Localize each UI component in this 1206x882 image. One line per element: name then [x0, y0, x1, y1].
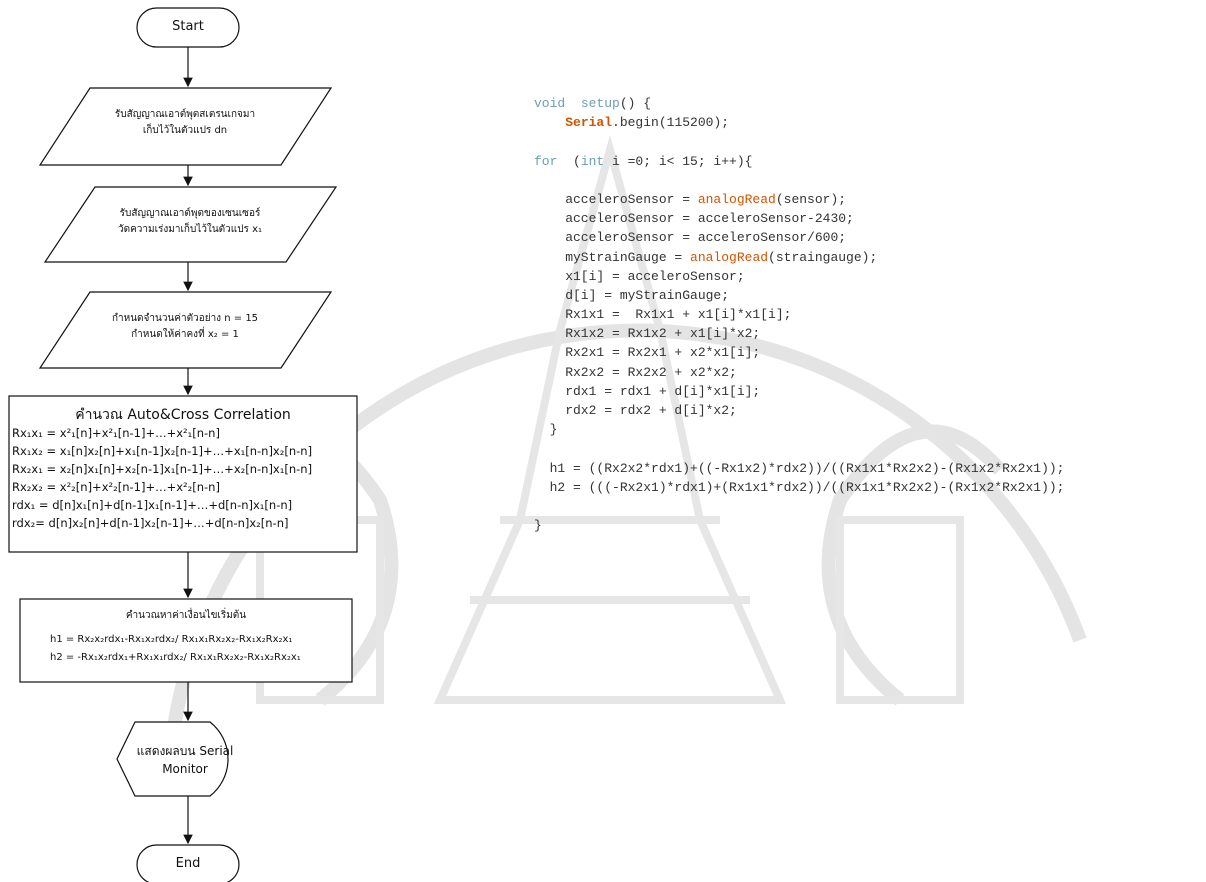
- code-line: [534, 171, 1065, 190]
- display-line-2: Monitor: [162, 762, 208, 776]
- input3-text: กำหนดจำนวนค่าตัวอย่าง n = 15 กำหนดให้ค่า…: [60, 311, 310, 343]
- equation-line: h2 = -Rx₁x₂rdx₁+Rx₁x₁rdx₂/ Rx₁x₁Rx₂x₂-Rx…: [50, 652, 301, 663]
- code-line: myStrainGauge = analogRead(straingauge);: [534, 248, 1065, 267]
- equation-line: Rx₁x₂ = x₁[n]x₂[n]+x₁[n-1]x₂[n-1]+…+x₁[n…: [12, 444, 313, 458]
- input3-line-2: กำหนดให้ค่าคงที่ x₂ = 1: [131, 329, 239, 340]
- code-token: analogRead: [697, 191, 776, 207]
- process-correlation-box: [8, 395, 358, 553]
- code-token: Serial: [565, 115, 613, 131]
- code-token: rdx2 = rdx2 + d[i]*x2;: [534, 403, 737, 418]
- start-label: Start: [172, 19, 204, 34]
- code-line: acceleroSensor = acceleroSensor/600;: [534, 228, 1065, 247]
- code-token: }: [534, 518, 542, 534]
- equation-line: rdx₁ = d[n]x₁[n]+d[n-1]x₁[n-1]+…+d[n-n]x…: [12, 498, 293, 512]
- input-parallelogram-2: [43, 186, 338, 263]
- input3-line-1: กำหนดจำนวนค่าตัวอย่าง n = 15: [111, 313, 259, 324]
- code-token: [565, 96, 581, 111]
- code-token: setup: [580, 96, 620, 111]
- code-line: for (int i =0; i< 15; i++){: [534, 152, 1065, 171]
- code-token: (sensor);: [775, 191, 847, 207]
- equation-line: Rx₂x₂ = x²₂[n]+x²₂[n-1]+…+x²₂[n-n]: [12, 480, 220, 494]
- input-parallelogram-3: [38, 291, 333, 369]
- equation-line: Rx₁x₁ = x²₁[n]+x²₁[n-1]+…+x²₁[n-n]: [12, 426, 220, 440]
- code-line: h1 = ((Rx2x2*rdx1)+((-Rx1x2)*rdx2))/((Rx…: [534, 459, 1065, 478]
- code-line: rdx2 = rdx2 + d[i]*x2;: [534, 401, 1065, 420]
- code-line: Rx1x2 = Rx1x2 + x1[i]*x2;: [534, 324, 1065, 343]
- input-parallelogram-1: [38, 87, 333, 166]
- code-token: analogRead: [690, 249, 769, 265]
- code-line: }: [534, 420, 1065, 439]
- code-line: h2 = (((-Rx2x1)*rdx1)+(Rx1x1*rdx2))/((Rx…: [534, 478, 1065, 497]
- display-text: แสดงผลบน Serial Monitor: [125, 742, 245, 778]
- code-line: d[i] = myStrainGauge;: [534, 286, 1065, 305]
- code-token: rdx1 = rdx1 + d[i]*x1[i];: [534, 383, 761, 399]
- code-line: rdx1 = rdx1 + d[i]*x1[i];: [534, 382, 1065, 401]
- code-token: (straingauge);: [768, 249, 878, 265]
- code-line: void setup() {: [534, 94, 1065, 113]
- code-token: (: [557, 153, 581, 169]
- code-token: void: [534, 96, 566, 111]
- input1-line-2: เก็บไว้ในตัวแปร dn: [142, 125, 228, 136]
- end-label: End: [175, 856, 201, 871]
- code-token: Rx1x1 = Rx1x1 + x1[i]*x1[i];: [534, 307, 792, 323]
- code-line: [534, 497, 1065, 516]
- code-line: Rx2x1 = Rx2x1 + x2*x1[i];: [534, 343, 1065, 362]
- code-token: }: [534, 422, 558, 438]
- display-shape: [116, 721, 229, 797]
- code-line: acceleroSensor = acceleroSensor-2430;: [534, 209, 1065, 228]
- code-token: Rx2x2 = Rx2x2 + x2*x2;: [534, 364, 737, 380]
- code-line: Serial.begin(115200);: [534, 113, 1065, 132]
- end-terminator: [136, 844, 240, 882]
- equation-line: Rx₂x₁ = x₂[n]x₁[n]+x₂[n-1]x₁[n-1]+…+x₂[n…: [12, 462, 313, 476]
- input2-text: รับสัญญาณเอาต์พุตของเซนเซอร์ วัดความเร่ง…: [65, 206, 315, 238]
- code-token: Rx2x1 = Rx2x1 + x2*x1[i];: [534, 345, 761, 361]
- process-initial-condition-box: [19, 598, 353, 683]
- code-token: acceleroSensor = acceleroSensor-2430;: [534, 211, 854, 227]
- code-line: Rx1x1 = Rx1x1 + x1[i]*x1[i];: [534, 305, 1065, 324]
- code-line: [534, 132, 1065, 151]
- code-token: .begin(115200);: [612, 115, 730, 131]
- code-token: x1[i] = acceleroSensor;: [534, 268, 745, 284]
- code-line: }: [534, 516, 1065, 535]
- code-token: [534, 115, 565, 130]
- code-line: acceleroSensor = analogRead(sensor);: [534, 190, 1065, 209]
- equation-line: rdx₂= d[n]x₂[n]+d[n-1]x₂[n-1]+…+d[n-n]x₂…: [12, 516, 289, 530]
- input2-line-1: รับสัญญาณเอาต์พุตของเซนเซอร์: [119, 208, 261, 219]
- code-line: [534, 439, 1065, 458]
- code-token: myStrainGauge =: [534, 249, 691, 265]
- process2-equations: h1 = Rx₂x₂rdx₁-Rx₁x₂rdx₂/ Rx₁x₁Rx₂x₂-Rx₁…: [50, 630, 301, 666]
- input1-line-1: รับสัญญาณเอาต์พุตสเตรนเกจมา: [114, 109, 256, 120]
- process1-equations: Rx₁x₁ = x²₁[n]+x²₁[n-1]+…+x²₁[n-n] Rx₁x₂…: [12, 424, 312, 532]
- code-token: acceleroSensor = acceleroSensor/600;: [534, 230, 847, 246]
- input2-line-2: วัดความเร่งมาเก็บไว้ในตัวแปร x₁: [117, 224, 263, 235]
- code-token: d[i] = myStrainGauge;: [534, 287, 730, 303]
- display-line-1: แสดงผลบน Serial: [136, 744, 234, 758]
- code-line: Rx2x2 = Rx2x2 + x2*x2;: [534, 363, 1065, 382]
- code-line: x1[i] = acceleroSensor;: [534, 267, 1065, 286]
- code-token: int: [580, 153, 605, 169]
- equation-line: h1 = Rx₂x₂rdx₁-Rx₁x₂rdx₂/ Rx₁x₁Rx₂x₂-Rx₁…: [50, 634, 293, 645]
- code-token: Rx1x2 = Rx1x2 + x1[i]*x2;: [534, 326, 761, 342]
- code-token: h1 = ((Rx2x2*rdx1)+((-Rx1x2)*rdx2))/((Rx…: [534, 460, 1065, 476]
- code-token: acceleroSensor =: [534, 191, 698, 207]
- process1-title: คำนวณ Auto&Cross Correlation: [75, 407, 291, 423]
- process2-title: คำนวณหาค่าเงื่อนไขเริ่มต้น: [125, 610, 247, 621]
- input1-text: รับสัญญาณเอาต์พุตสเตรนเกจมา เก็บไว้ในตัว…: [60, 107, 310, 139]
- code-token: i =0; i< 15; i++){: [604, 153, 753, 169]
- code-token: for: [534, 153, 558, 169]
- code-token: () {: [619, 96, 652, 111]
- code-token: h2 = (((-Rx2x1)*rdx1)+(Rx1x1*rdx2))/((Rx…: [534, 479, 1065, 495]
- code-listing: void setup() { Serial.begin(115200); for …: [534, 94, 1065, 535]
